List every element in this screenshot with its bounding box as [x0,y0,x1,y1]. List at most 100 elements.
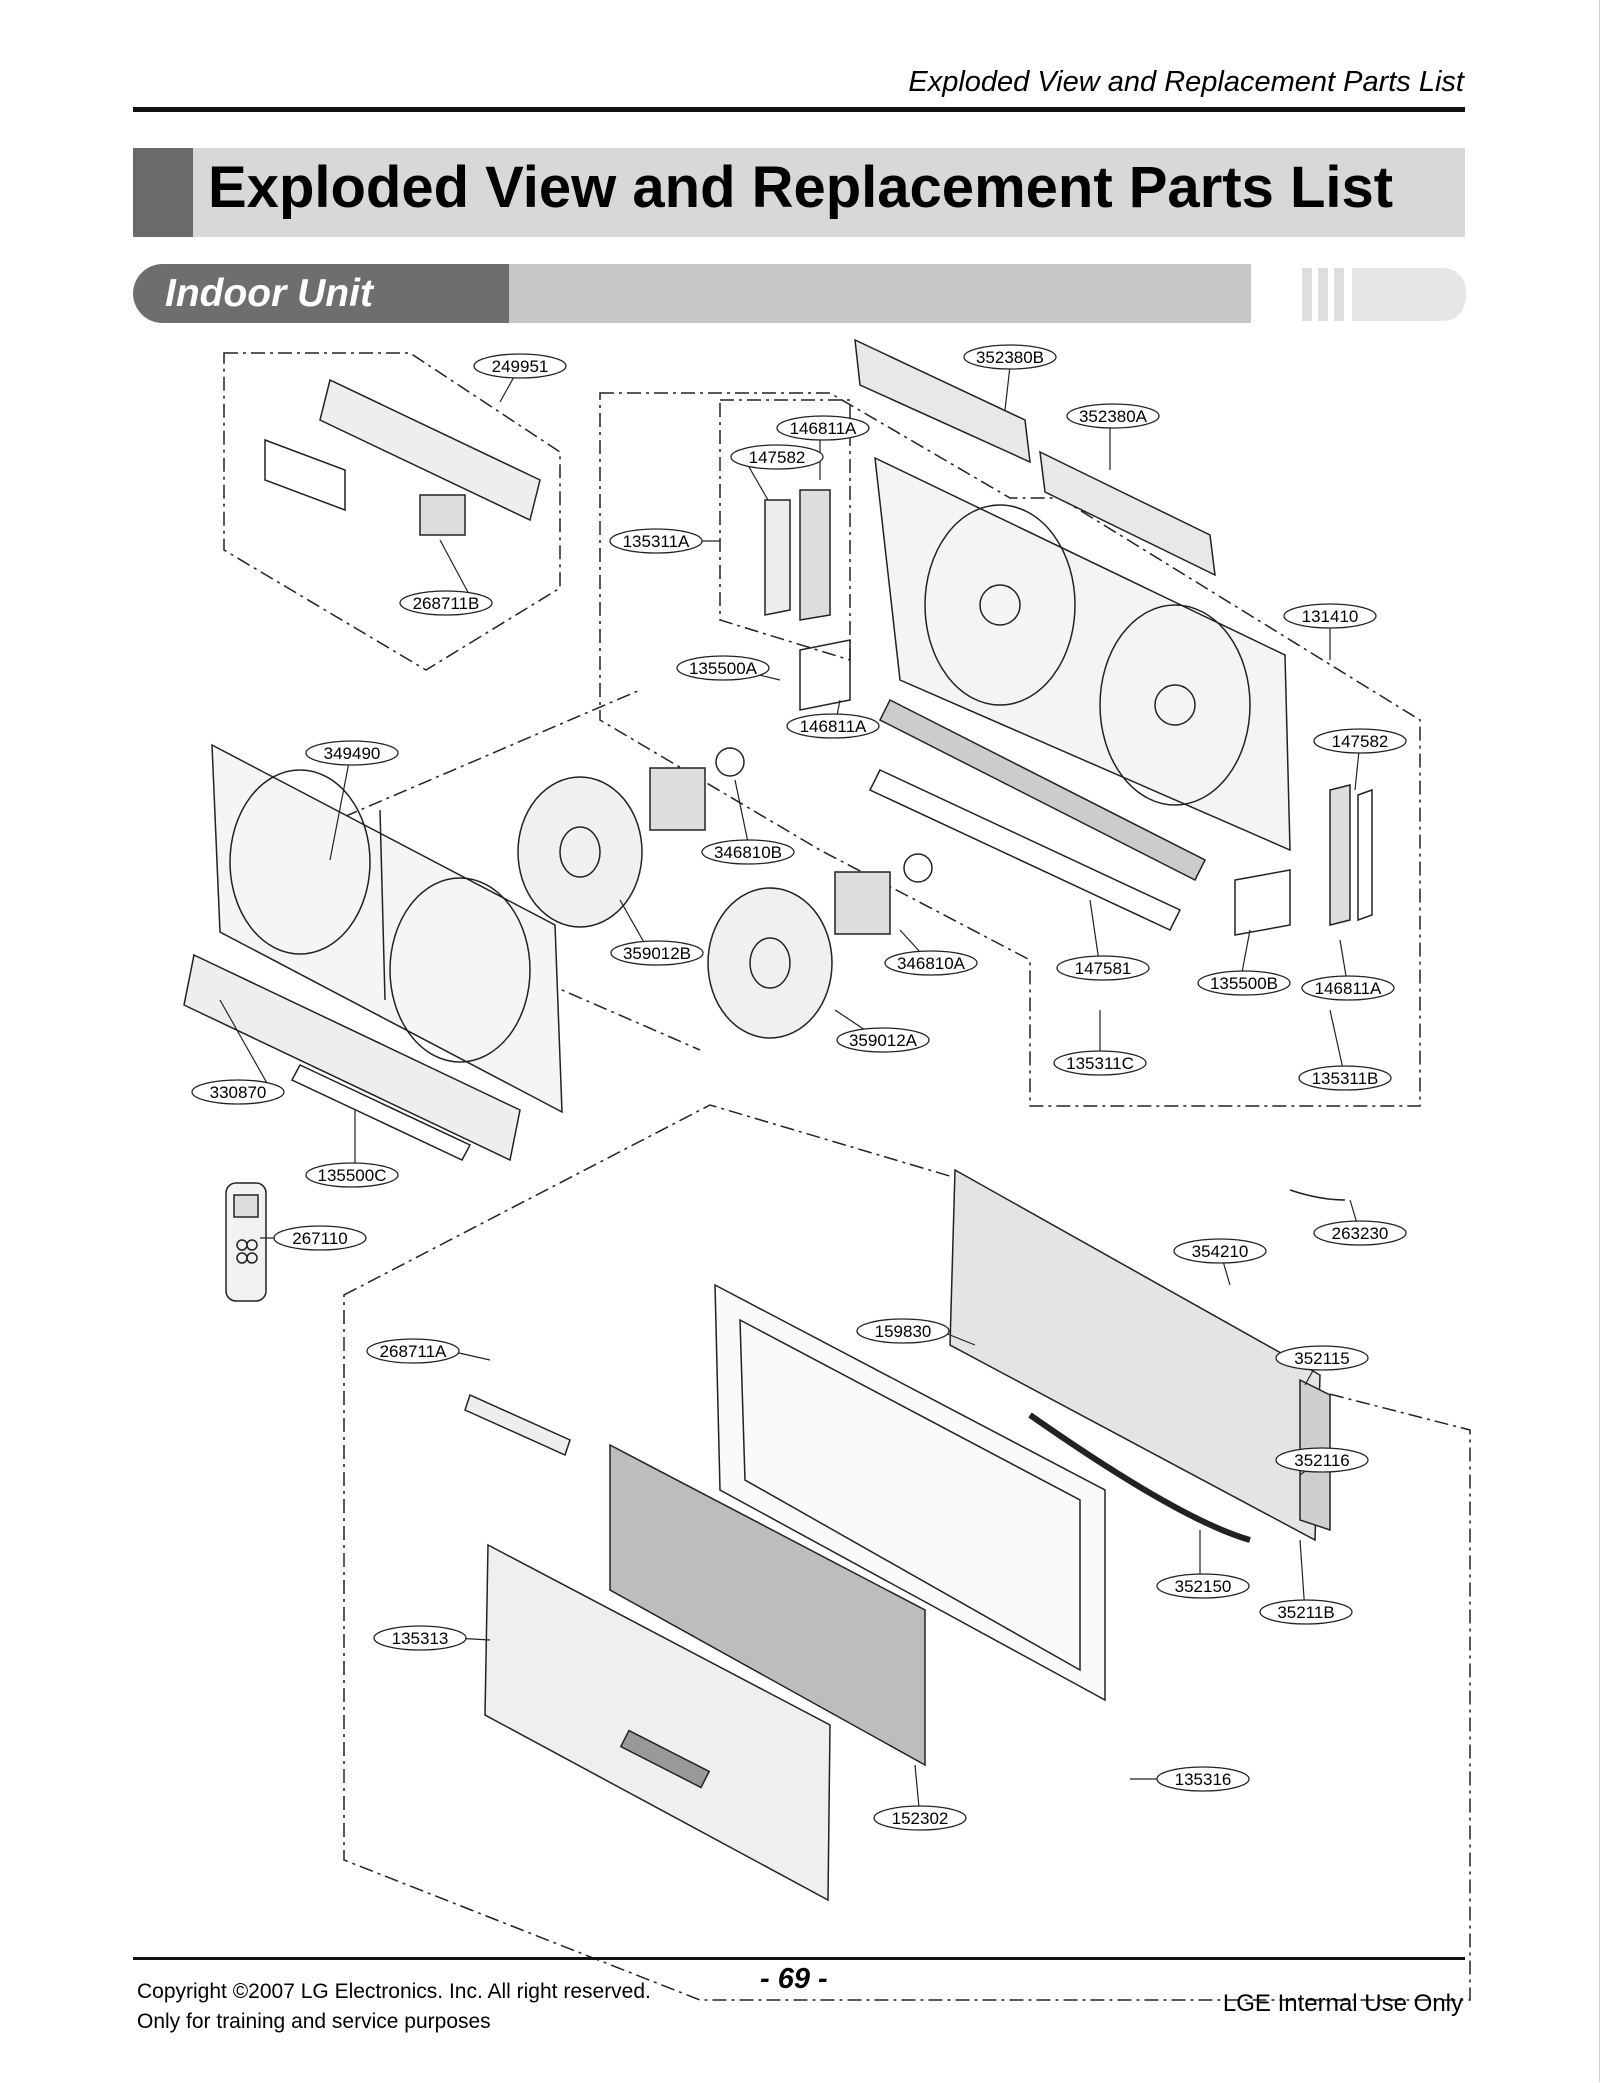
fan-housing [211,743,563,1114]
callout-bubble [399,590,493,616]
part-callout: 352150 [1156,1573,1250,1599]
callout-bubble [191,1079,285,1105]
footer-purpose: Only for training and service purposes [137,2010,491,2033]
callout-bubble [1066,403,1160,429]
part-callout: 349490 [305,740,399,766]
page-title: Exploded View and Replacement Parts List [208,155,1394,220]
callout-part-number: 147582 [749,448,806,467]
callout-part-number: 152302 [892,1809,949,1828]
part-callout: 267110 [273,1225,367,1251]
callout-part-number: 135500B [1210,974,1278,993]
front-grille-frame [714,1283,1106,1702]
callout-part-number: 146811A [800,717,867,736]
footer-copyright: Copyright ©2007 LG Electronics. Inc. All… [137,1980,651,2003]
callout-bubble [1259,1599,1353,1625]
callout-bubble [1156,1766,1250,1792]
title-accent [133,148,193,237]
part-callout: 346810B [701,839,795,865]
callout-bubble [609,528,703,554]
part-callout: 152302 [873,1805,967,1831]
part-callout: 146811A [776,415,870,441]
callout-part-number: 268711A [380,1342,447,1361]
callout-part-number: 352116 [1294,1451,1349,1470]
part-callout: 146811A [786,713,880,739]
callout-bubble [963,344,1057,370]
part-callout: 147582 [730,444,824,470]
part-callout: 352380B [963,344,1057,370]
callout-part-number: 147582 [1332,732,1389,751]
part-callout: 352116 [1275,1447,1369,1473]
front-panel [484,1543,831,1902]
callout-bubble [1197,970,1291,996]
callout-part-number: 352380A [1079,407,1148,426]
footer-copyright-block: Copyright ©2007 LG Electronics. Inc. All… [137,1977,651,2037]
callout-bubble [1298,1065,1392,1091]
callout-part-number: 35211B [1277,1603,1334,1622]
callout-bubble [873,1805,967,1831]
part-callout: 249951 [473,353,567,379]
tab-marker-icon [1302,268,1466,321]
part-callout: 131410 [1283,603,1377,629]
part-callout: 268711A [366,1338,460,1364]
remote-control [225,1182,267,1302]
callout-bubble [1313,728,1407,754]
part-callout: 263230 [1313,1220,1407,1246]
part-callout: 135500B [1197,970,1291,996]
callout-part-number: 131410 [1302,607,1359,626]
part-callout: 147581 [1056,955,1150,981]
running-header: Exploded View and Replacement Parts List [908,66,1464,98]
callout-bubble [1056,955,1150,981]
callout-part-number: 267110 [292,1229,347,1248]
callout-bubble [1053,1050,1147,1076]
callout-bubble [836,1027,930,1053]
callout-part-number: 135311C [1066,1054,1134,1073]
part-callout: 330870 [191,1079,285,1105]
callout-bubble [1275,1345,1369,1371]
callout-part-number: 146811A [1315,979,1382,998]
part-callout: 135311C [1053,1050,1147,1076]
callout-bubble [884,950,978,976]
callout-part-number: 263230 [1332,1224,1389,1243]
callout-bubble [373,1625,467,1651]
part-callout: 352380A [1066,403,1160,429]
callout-part-number: 249951 [492,357,549,376]
part-callout: 268711B [399,590,493,616]
callout-bubble [273,1225,367,1251]
part-callout: 346810A [884,950,978,976]
callout-part-number: 147581 [1075,959,1132,978]
section-banner: Indoor Unit [133,264,1251,323]
callout-bubble [856,1318,950,1344]
part-callout: 135311B [1298,1065,1392,1091]
callout-part-number: 352380B [976,348,1044,367]
callout-bubble [1283,603,1377,629]
part-callout: 135313 [373,1625,467,1651]
callout-part-number: 135311A [623,532,690,551]
part-callout: 146811A [1301,975,1395,1001]
part-callout: 135316 [1156,1766,1250,1792]
callout-part-number: 354210 [1192,1242,1249,1261]
callout-part-number: 330870 [210,1083,267,1102]
callout-bubble [730,444,824,470]
part-callout: 352115 [1275,1345,1369,1371]
air-filter [609,1443,926,1767]
base-strip [183,953,521,1162]
footer-rule [133,1957,1465,1960]
side-brackets [764,489,1373,936]
callout-bubble [1313,1220,1407,1246]
page-number: - 69 - [760,1963,828,1995]
callout-bubble [776,415,870,441]
callout-bubble [701,839,795,865]
callout-part-number: 135500A [689,659,758,678]
part-callout: 359012A [836,1027,930,1053]
callout-part-number: 352150 [1175,1577,1232,1596]
callout-bubble [305,1162,399,1188]
part-callout: 35211B [1259,1599,1353,1625]
callout-bubble [1173,1238,1267,1264]
callout-part-number: 135316 [1175,1770,1232,1789]
main-cabinet [854,338,1291,931]
part-callouts: 249951 268711B 352380B 352380A 146811A 147582… [191,344,1407,1831]
part-callout: 135311A [609,528,703,554]
callout-bubble [366,1338,460,1364]
title-banner: Exploded View and Replacement Parts List [133,148,1465,237]
